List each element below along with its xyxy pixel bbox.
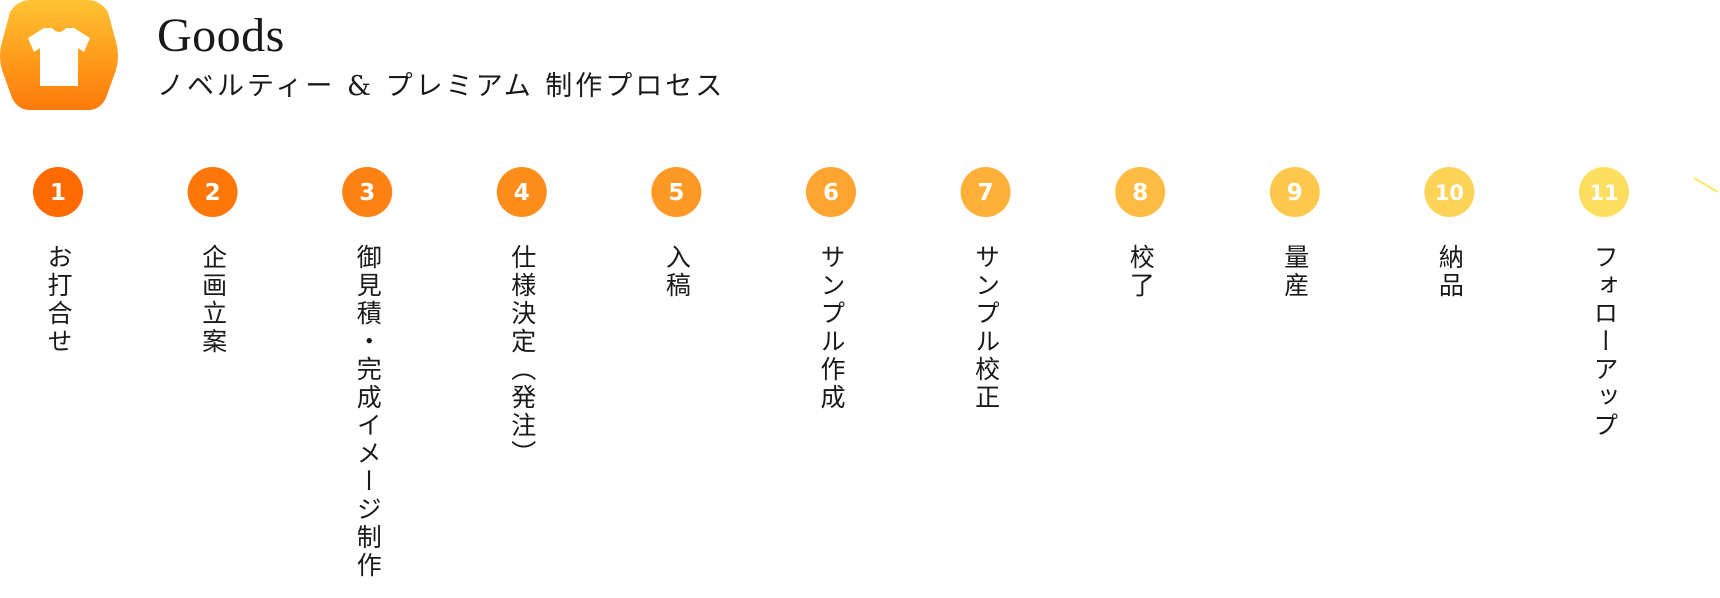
timeline-graphic: 1 2 3 4 5 6 7 8 9 10 11 xyxy=(33,167,1719,217)
step-marker: 9 xyxy=(1269,167,1320,217)
step-marker: 2 xyxy=(187,167,238,217)
step-marker: 11 xyxy=(1579,167,1629,217)
step-number: 1 xyxy=(50,180,66,206)
step-circle xyxy=(1269,167,1320,217)
step-circle xyxy=(1115,167,1166,217)
step-marker: 3 xyxy=(342,167,393,217)
step-marker: 1 xyxy=(33,167,83,217)
t-shirt-shape xyxy=(28,28,90,86)
step-label: 御見積・完成イメージ制作 xyxy=(353,244,383,580)
step-number: 3 xyxy=(359,180,375,206)
step-number: 6 xyxy=(823,180,839,206)
step-marker: 10 xyxy=(1424,167,1475,217)
step-circle xyxy=(187,167,238,217)
page-title: Goods xyxy=(157,9,285,62)
timeline-arrowhead xyxy=(1693,177,1719,193)
step-number: 2 xyxy=(205,180,221,206)
step-number: 9 xyxy=(1287,180,1303,206)
step-number: 5 xyxy=(668,180,684,206)
step-marker: 8 xyxy=(1115,167,1166,217)
step-marker: 4 xyxy=(496,167,547,217)
step-circle xyxy=(1424,167,1475,217)
step-marker: 5 xyxy=(651,167,702,217)
step-circle xyxy=(33,167,83,217)
process-timeline: 1 2 3 4 5 6 7 8 9 10 11 xyxy=(0,140,1720,280)
step-marker: 6 xyxy=(806,167,856,217)
step-number: 4 xyxy=(514,180,530,206)
step-circle xyxy=(806,167,856,217)
step-circle xyxy=(960,167,1011,217)
step-number: 11 xyxy=(1589,181,1618,205)
page-subtitle: ノベルティー & プレミアム 制作プロセス xyxy=(157,71,726,102)
step-number: 7 xyxy=(978,180,994,206)
timeline-markers: 1 2 3 4 5 6 7 8 9 10 11 xyxy=(33,167,1629,217)
t-shirt-icon xyxy=(0,0,118,110)
step-number: 10 xyxy=(1435,181,1464,205)
step-number: 8 xyxy=(1132,180,1148,206)
step-circle xyxy=(496,167,547,217)
step-marker: 7 xyxy=(960,167,1011,217)
goods-badge xyxy=(0,0,118,112)
step-circle xyxy=(651,167,702,217)
step-circle xyxy=(342,167,393,217)
step-circle xyxy=(1579,167,1629,217)
